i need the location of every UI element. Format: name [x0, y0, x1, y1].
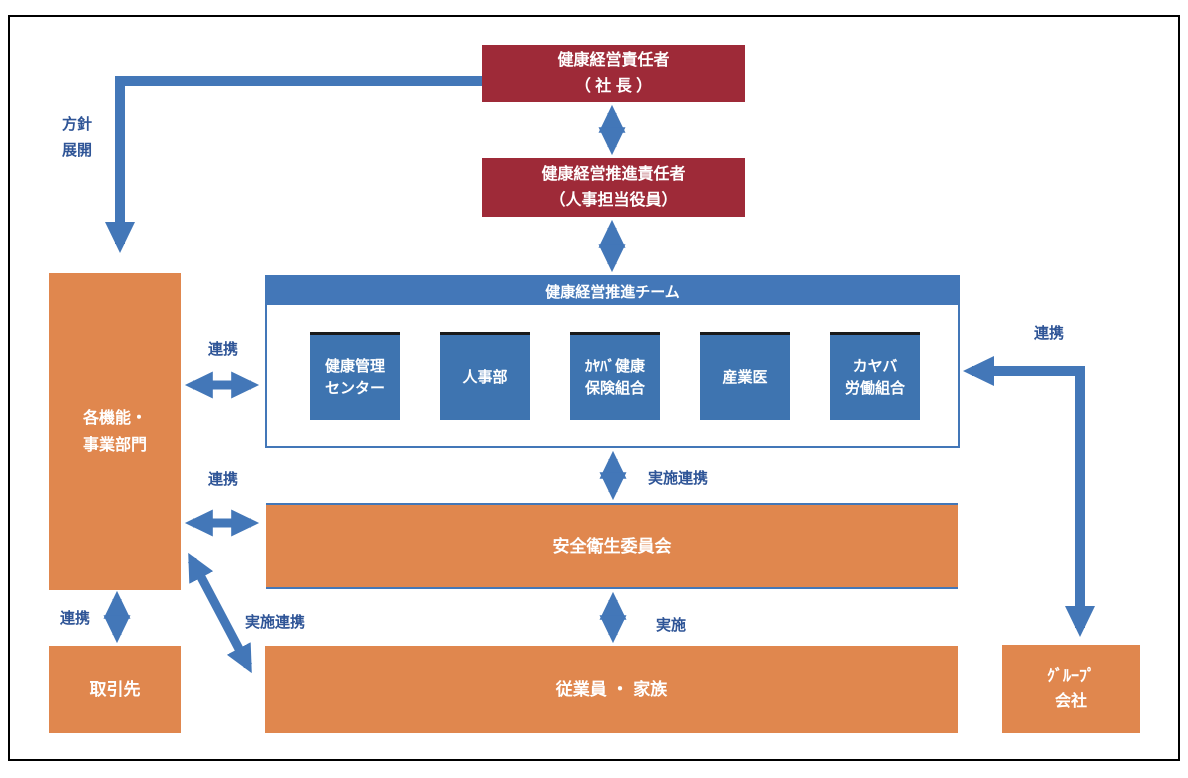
label-jisshi-renkei-vertical: 実施連携: [648, 470, 709, 487]
node-promotion-team: 健康経営推進チーム 健康管理 センター 人事部 ｶﾔﾊﾞ健康 保険組合 産業医 …: [265, 275, 960, 448]
label-policy-deployment: 方針 展開: [62, 112, 92, 164]
node-employees-label: 従業員 ・ 家族: [555, 680, 668, 699]
node-health-management-officer-role: （ 社 長 ）: [574, 77, 653, 95]
label-renkei-safety: 連携: [207, 471, 238, 488]
label-renkei-suppliers: 連携: [60, 610, 91, 627]
node-health-insurance-union: ｶﾔﾊﾞ健康 保険組合: [570, 332, 660, 420]
label-renkei-team: 連携: [207, 341, 238, 358]
node-functions-divisions: 各機能・ 事業部門: [49, 273, 181, 590]
member-label: 労働組合: [844, 379, 905, 397]
node-employees-families: 従業員 ・ 家族: [265, 646, 958, 733]
label-policy-line2: 展開: [62, 142, 93, 159]
node-safety-label: 安全衛生委員会: [552, 536, 672, 556]
node-health-management-officer-title: 健康経営責任者: [557, 51, 670, 69]
label-jisshi: 実施: [656, 617, 687, 634]
member-label: ｶﾔﾊﾞ健康: [584, 357, 645, 375]
label-jisshi-renkei-diagonal: 実施連携: [245, 614, 306, 631]
node-hr-department: 人事部: [440, 332, 530, 420]
member-label: カヤバ: [852, 357, 898, 375]
member-label: 保険組合: [584, 379, 645, 397]
label-policy-line1: 方針: [62, 116, 93, 133]
node-promotion-officer-title: 健康経営推進責任者: [541, 165, 686, 183]
node-labor-union: カヤバ 労働組合: [830, 332, 920, 420]
label-renkei-group: 連携: [1034, 325, 1065, 342]
node-promotion-officer-role: （人事担当役員）: [549, 191, 678, 209]
node-suppliers-label: 取引先: [89, 680, 141, 699]
node-group-line2: 会社: [1054, 693, 1087, 710]
node-functions-line2: 事業部門: [82, 436, 147, 454]
node-group-line1: ｸﾞﾙｰﾌﾟ: [1046, 668, 1095, 685]
promotion-team-header: 健康経営推進チーム: [267, 277, 958, 305]
member-label: センター: [324, 379, 385, 397]
node-health-care-center: 健康管理 センター: [310, 332, 400, 420]
node-functions-line1: 各機能・: [82, 409, 147, 427]
node-occupational-physician: 産業医: [700, 332, 790, 420]
node-health-management-officer: 健康経営責任者 （ 社 長 ）: [482, 45, 745, 102]
member-label: 産業医: [722, 368, 768, 386]
node-suppliers: 取引先: [49, 646, 181, 733]
node-promotion-officer: 健康経営推進責任者 （人事担当役員）: [482, 158, 745, 217]
node-group-companies: ｸﾞﾙｰﾌﾟ 会社: [1002, 645, 1140, 733]
member-label: 健康管理: [324, 357, 385, 375]
member-label: 人事部: [462, 368, 508, 386]
node-safety-health-committee: 安全衛生委員会: [266, 503, 958, 589]
